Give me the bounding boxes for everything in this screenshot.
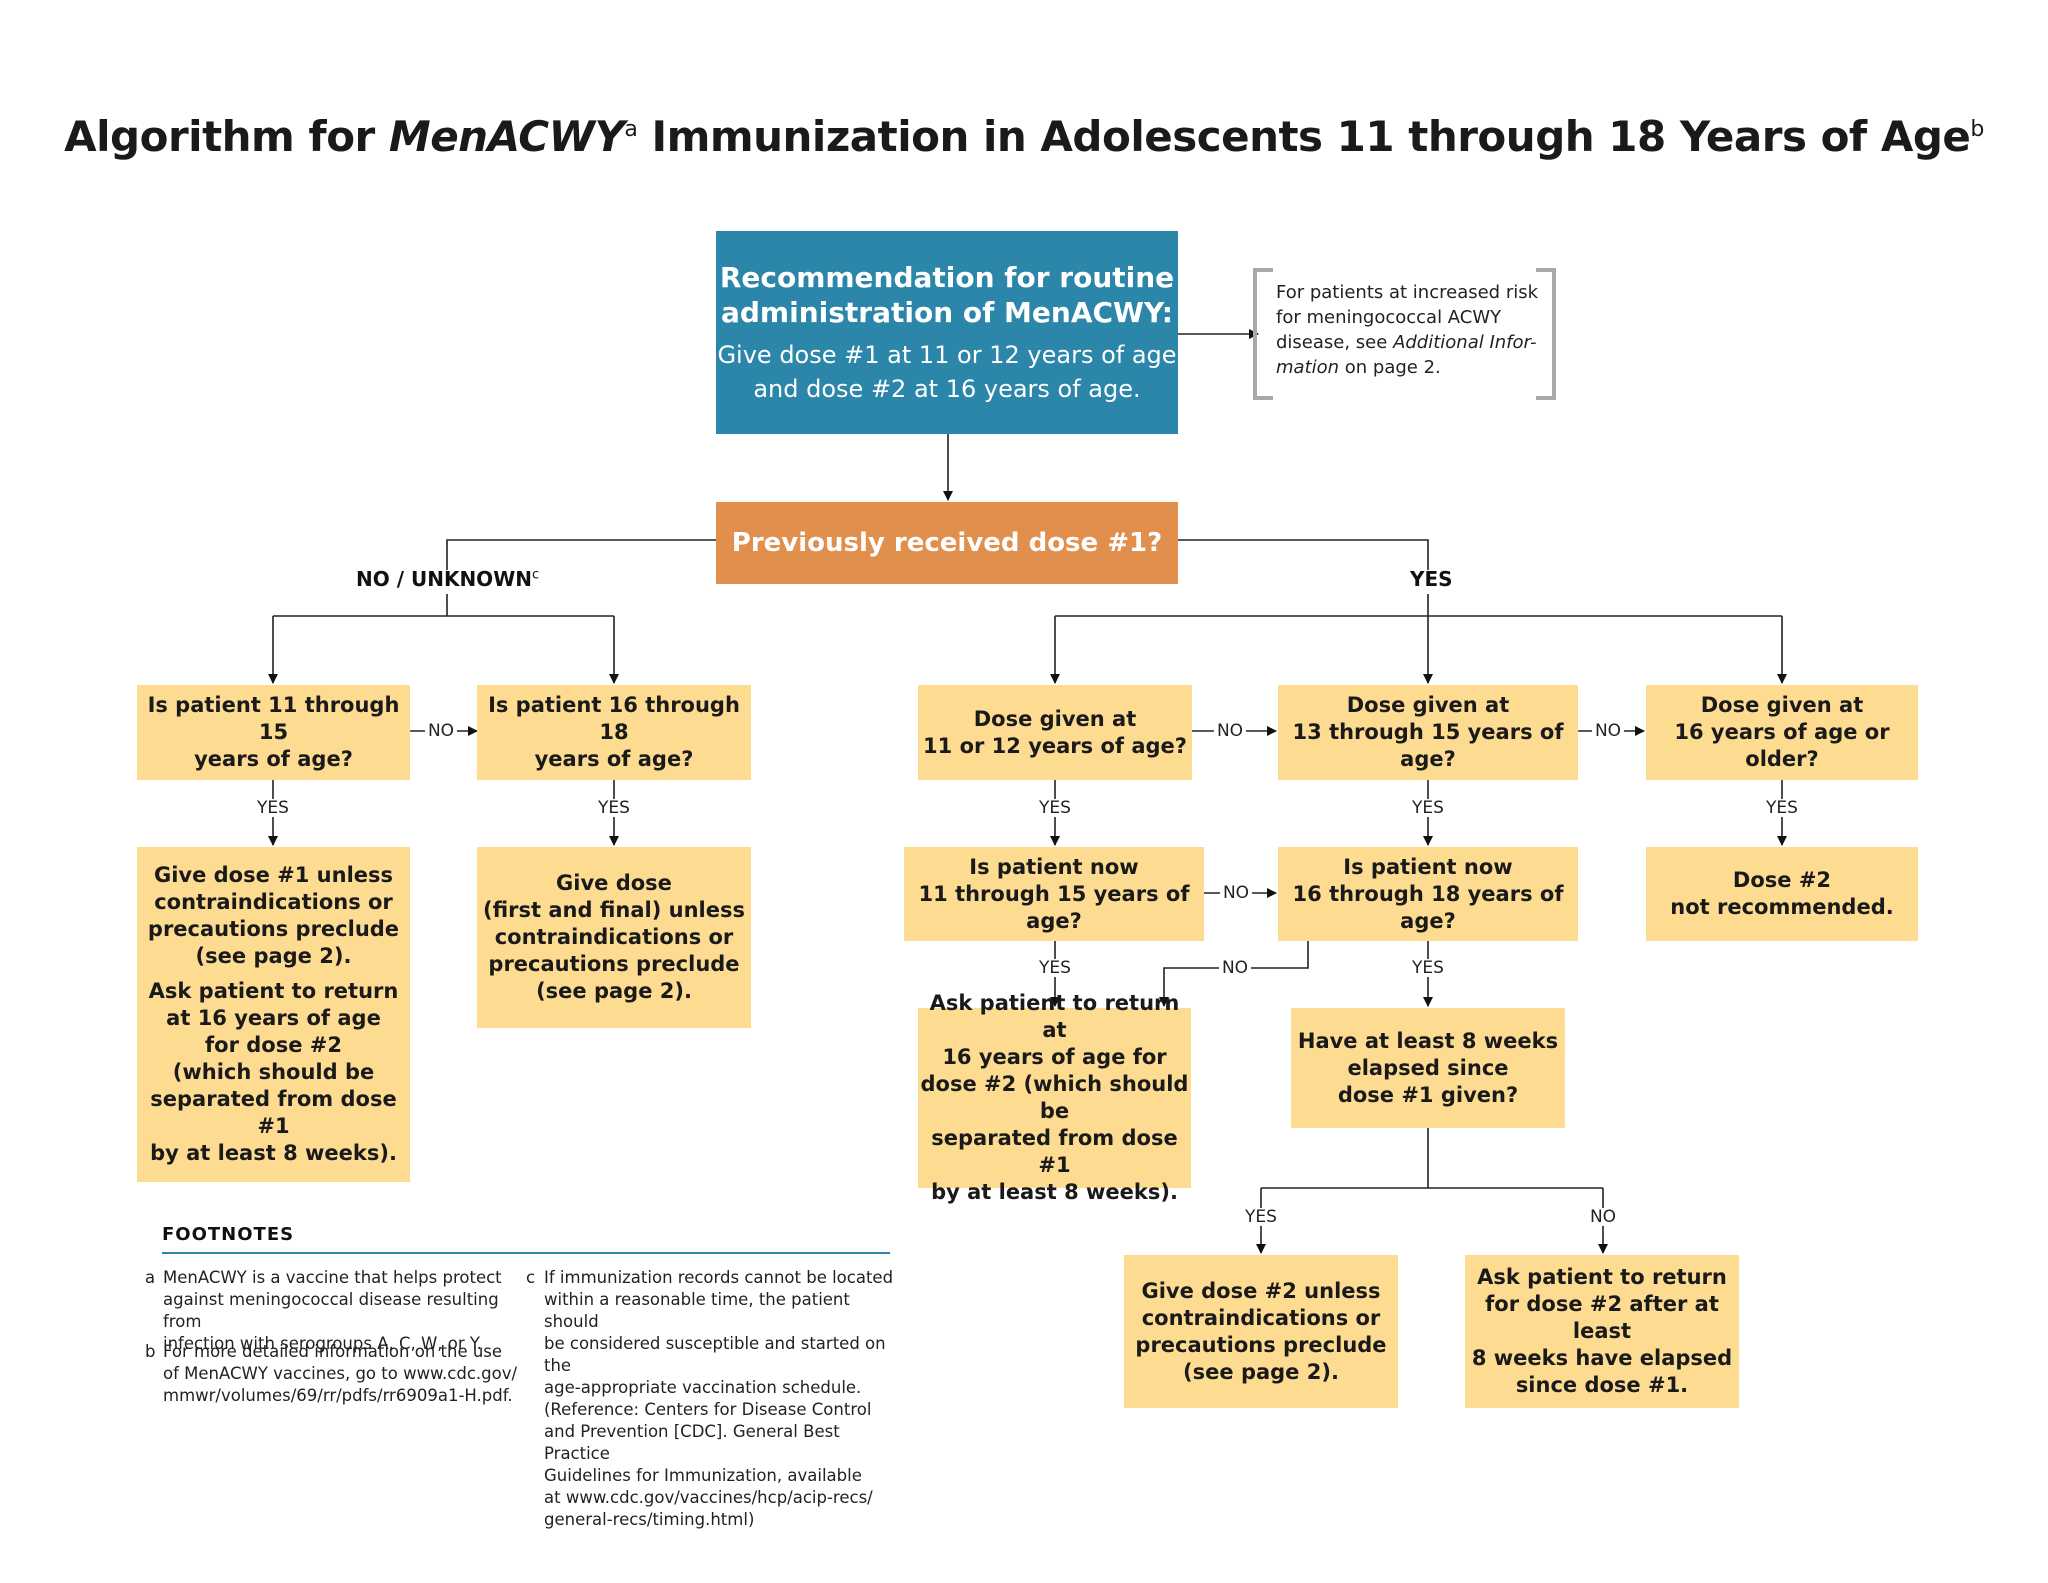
side-note-italic: Additional Infor- mation <box>1276 332 1537 378</box>
title-prefix: Algorithm for <box>64 112 389 161</box>
page-title: Algorithm for MenACWYa Immunization in A… <box>0 112 2048 161</box>
label-no-now-16-18: NO <box>1218 959 1252 977</box>
recommendation-box: Recommendation for routine administratio… <box>716 231 1178 434</box>
branch-label-yes-text: YES <box>1410 567 1453 591</box>
label-no-8-weeks: NO <box>1586 1208 1620 1226</box>
ask-return-at-16-text: Ask patient to return at 16 years of age… <box>920 991 1189 1204</box>
question-root-text: Previously received dose #1? <box>731 528 1163 558</box>
question-now-16-18: Is patient now 16 through 18 years of ag… <box>1278 847 1578 941</box>
give-final-dose-text: Give dose (first and final) unless contr… <box>483 871 745 1003</box>
side-bracket <box>1253 268 1556 400</box>
footnote-a-text: MenACWY is a vaccine that helps protect … <box>163 1268 502 1353</box>
question-dose-at-11-12: Dose given at 11 or 12 years of age? <box>918 685 1192 780</box>
label-yes-8-weeks: YES <box>1242 1208 1280 1226</box>
question-now-16-18-text: Is patient now 16 through 18 years of ag… <box>1292 854 1564 933</box>
footnote-b-text: For more detailed information on the use… <box>163 1342 518 1405</box>
footnote-c: c If immunization records cannot be loca… <box>526 1267 906 1531</box>
label-yes-16-18: YES <box>595 799 633 817</box>
give-dose-2-text: Give dose #2 unless contraindications or… <box>1135 1278 1387 1384</box>
footnote-b: b For more detailed information on the u… <box>145 1341 525 1407</box>
label-yes-11-15: YES <box>254 799 292 817</box>
footnote-a: a MenACWY is a vaccine that helps protec… <box>145 1267 525 1355</box>
label-no-11-12: NO <box>1213 722 1247 740</box>
branch-label-no-unknown-text: NO / UNKNOWN <box>356 567 532 591</box>
title-vaccine: MenACWY <box>388 112 625 161</box>
ask-return-8-weeks-text: Ask patient to return for dose #2 after … <box>1471 1265 1733 1397</box>
question-11-through-15-text: Is patient 11 through 15 years of age? <box>147 693 400 771</box>
footnote-c-text: If immunization records cannot be locate… <box>544 1268 894 1529</box>
question-8-weeks-elapsed: Have at least 8 weeks elapsed since dose… <box>1291 1008 1565 1128</box>
side-note-text-end: on page 2. <box>1339 357 1441 378</box>
side-note: For patients at increased risk for menin… <box>1276 280 1546 380</box>
branch-label-yes: YES <box>1410 567 1453 591</box>
label-no-left: NO <box>424 722 458 740</box>
footnotes-title: FOOTNOTES <box>162 1224 295 1245</box>
question-16-through-18: Is patient 16 through 18 years of age? <box>477 685 751 780</box>
ask-return-at-16-box: Ask patient to return at 16 years of age… <box>918 991 1191 1204</box>
title-footnote-a: a <box>624 117 638 142</box>
label-yes-now-11-15: YES <box>1036 959 1074 977</box>
question-dose-at-16: Dose given at 16 years of age or older? <box>1646 685 1918 780</box>
label-yes-dose-11-12: YES <box>1036 799 1074 817</box>
question-dose-at-13-15: Dose given at 13 through 15 years of age… <box>1278 685 1578 780</box>
label-no-13-15: NO <box>1591 722 1625 740</box>
label-yes-dose-13-15: YES <box>1409 799 1447 817</box>
label-no-now-11-15: NO <box>1219 884 1253 902</box>
footnote-a-key: a <box>145 1268 156 1287</box>
question-16-through-18-text: Is patient 16 through 18 years of age? <box>488 693 740 771</box>
give-dose-2-box: Give dose #2 unless contraindications or… <box>1124 1255 1398 1408</box>
question-dose-at-13-15-text: Dose given at 13 through 15 years of age… <box>1292 693 1564 771</box>
question-now-11-15-text: Is patient now 11 through 15 years of ag… <box>918 854 1190 933</box>
question-8-weeks-elapsed-text: Have at least 8 weeks elapsed since dose… <box>1297 1028 1559 1107</box>
branch-label-no-unknown: NO / UNKNOWNc <box>356 567 539 591</box>
ask-return-8-weeks-box: Ask patient to return for dose #2 after … <box>1465 1255 1739 1408</box>
dose-2-not-recommended: Dose #2 not recommended. <box>1646 847 1918 941</box>
give-dose-1-box: Give dose #1 unless contraindications or… <box>137 847 410 1182</box>
question-11-through-15: Is patient 11 through 15 years of age? <box>137 685 410 780</box>
question-dose-at-11-12-text: Dose given at 11 or 12 years of age? <box>923 706 1187 758</box>
title-footnote-b: b <box>1970 117 1984 142</box>
footnote-c-key: c <box>526 1268 536 1287</box>
recommendation-body: Give dose #1 at 11 or 12 years of age an… <box>717 340 1177 403</box>
give-dose-1-text: Give dose #1 unless contraindications or… <box>147 863 400 968</box>
side-note-text: For patients at increased risk for menin… <box>1276 282 1539 353</box>
dose-2-not-recommended-text: Dose #2 not recommended. <box>1670 868 1894 919</box>
question-dose-at-16-text: Dose given at 16 years of age or older? <box>1674 693 1890 771</box>
ask-return-16-text: Ask patient to return at 16 years of age… <box>148 979 399 1165</box>
footnote-b-key: b <box>145 1342 156 1361</box>
give-final-dose-box: Give dose (first and final) unless contr… <box>477 847 751 1028</box>
recommendation-heading: Recommendation for routine administratio… <box>719 260 1175 329</box>
question-now-11-15: Is patient now 11 through 15 years of ag… <box>904 847 1204 941</box>
title-suffix: Immunization in Adolescents 11 through 1… <box>637 112 1971 161</box>
footnotes-divider <box>162 1252 890 1254</box>
label-yes-dose-16: YES <box>1763 799 1801 817</box>
question-previously-received: Previously received dose #1? <box>716 502 1178 584</box>
label-yes-now-16-18: YES <box>1409 959 1447 977</box>
footnote-c-marker: c <box>532 567 540 583</box>
